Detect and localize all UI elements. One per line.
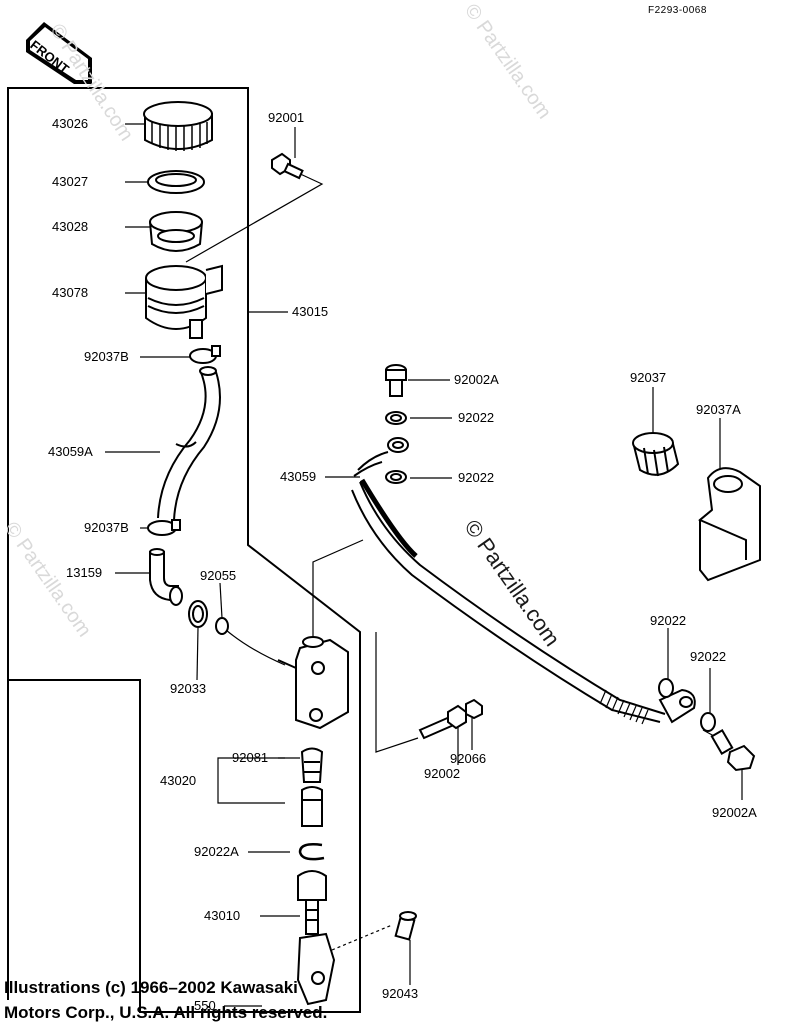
copyright-line-2: Motors Corp., U.S.A. All rights reserved…	[4, 1003, 328, 1022]
part-label: 43015	[292, 304, 329, 319]
bolt-icon	[271, 152, 304, 180]
hose-clamp-icon	[189, 345, 221, 364]
master-cylinder-icon	[277, 636, 349, 730]
reservoir-cap-icon	[143, 101, 213, 151]
part-label: 92055	[200, 568, 237, 583]
washer-icon	[385, 411, 716, 732]
part-label: 43020	[160, 773, 197, 788]
part-label: 550	[194, 998, 216, 1013]
part-label: 92037B	[84, 520, 129, 535]
push-rod-icon	[296, 870, 336, 1006]
part-label: 43078	[52, 285, 89, 300]
part-label: 92002A	[454, 372, 499, 387]
elbow-fitting-icon	[149, 548, 183, 606]
banjo-bolt-icon	[385, 364, 407, 397]
piston-cup-icon	[301, 786, 323, 827]
part-label: 92081	[232, 750, 269, 765]
reservoir-tank-icon	[145, 264, 223, 339]
part-label: 92022	[458, 470, 495, 485]
part-label: 92037A	[696, 402, 741, 417]
part-label: 92002A	[712, 805, 757, 820]
front-arrow-icon	[26, 22, 92, 84]
part-label: 43027	[52, 174, 89, 189]
part-label: 13159	[66, 565, 103, 580]
assembly-frame	[7, 87, 361, 1013]
part-label: 92022	[690, 649, 727, 664]
part-label: 43059	[280, 469, 317, 484]
part-label: 92001	[268, 110, 305, 125]
part-label: 43026	[52, 116, 89, 131]
part-label: 43010	[204, 908, 241, 923]
piston-icon	[300, 747, 324, 783]
part-label: 92022	[458, 410, 495, 425]
drawing-code: F2293-0068	[648, 5, 707, 16]
grommet-icon	[632, 432, 680, 477]
plate-icon	[147, 170, 205, 194]
part-label: 92033	[170, 681, 207, 696]
diaphragm-icon	[149, 211, 203, 252]
part-label: 92002	[424, 766, 461, 781]
reservoir-hose-icon	[157, 366, 221, 521]
part-label: 43059A	[48, 444, 93, 459]
banjo-bolt-icon	[710, 728, 756, 772]
circlip-icon	[298, 843, 325, 861]
hose-clamp-icon	[147, 519, 181, 536]
brake-hose-icon	[351, 437, 696, 725]
part-label: 92043	[382, 986, 419, 1001]
part-label: 92022A	[194, 844, 239, 859]
part-label: 92037	[630, 370, 667, 385]
o-ring-icon	[188, 600, 229, 635]
copyright-line-1: Illustrations (c) 1966–2002 Kawasaki	[4, 978, 298, 997]
part-label: 92066	[450, 751, 487, 766]
part-label: 92037B	[84, 349, 129, 364]
part-label: 92022	[650, 613, 687, 628]
hose-clamp-icon	[698, 467, 761, 582]
pin-icon	[394, 911, 417, 941]
part-label: 43028	[52, 219, 89, 234]
bolt-icon	[418, 698, 483, 740]
